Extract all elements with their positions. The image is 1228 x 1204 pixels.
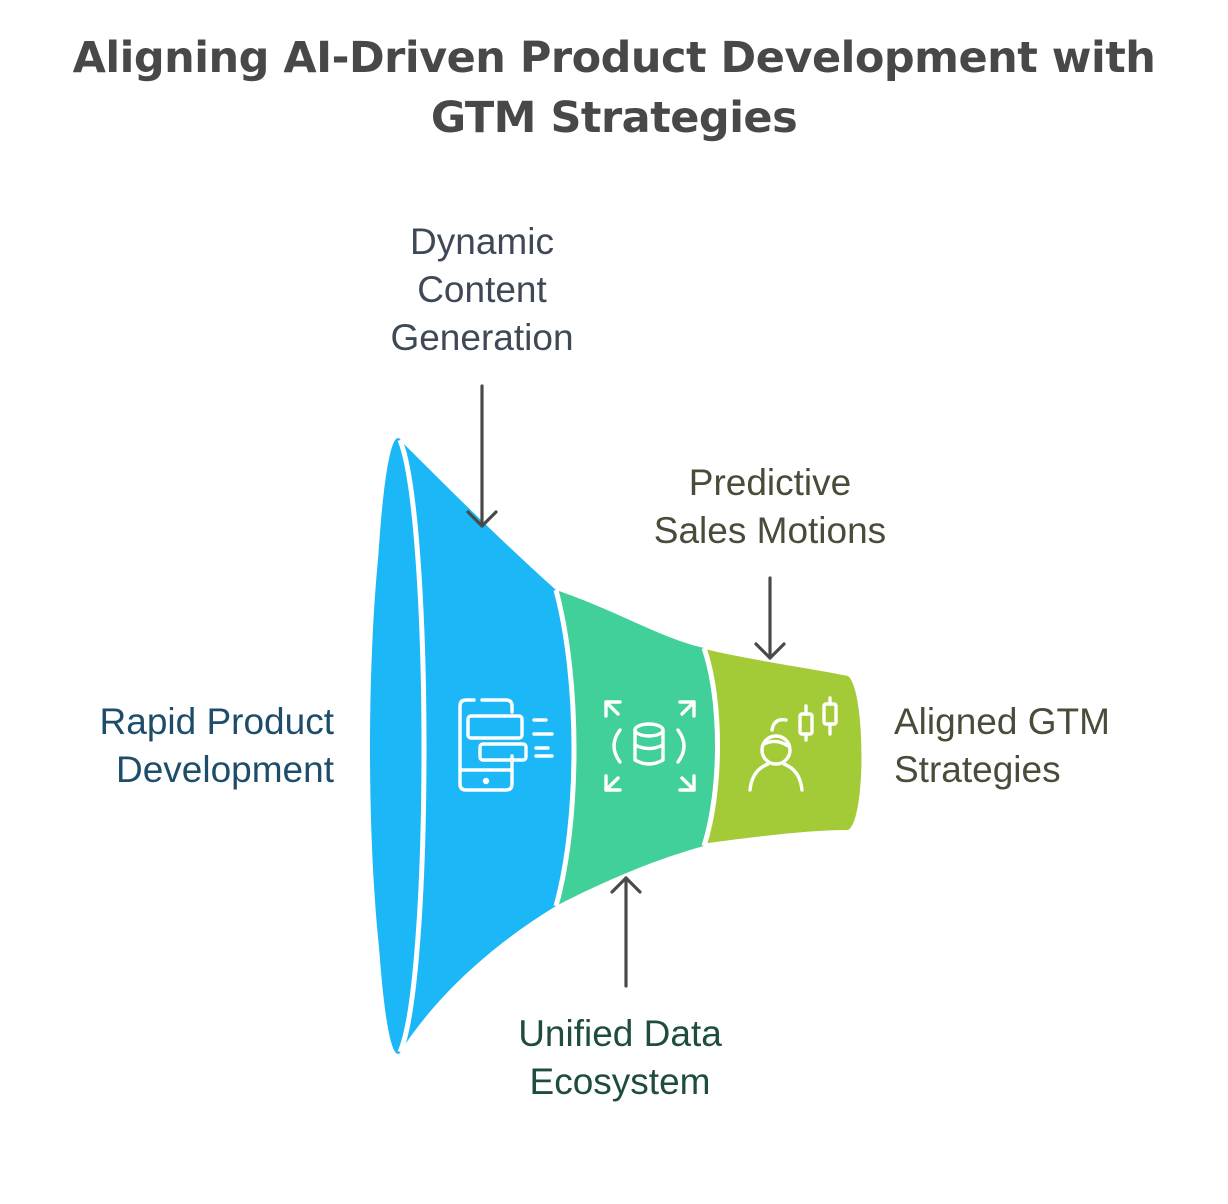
stage-label-line: Generation (390, 317, 574, 358)
funnel-mouth-edge (397, 439, 427, 1054)
diagram-title: Aligning AI-Driven Product Development w… (0, 28, 1228, 148)
stage-label-line: Content (417, 269, 547, 310)
funnel-segment-unified (556, 590, 718, 906)
stage-label-line: Predictive (688, 462, 852, 503)
stage-label-line: Ecosystem (529, 1061, 711, 1102)
arrow-unified (610, 876, 642, 988)
input-label-line: Rapid Product (99, 701, 334, 742)
arrow-predictive (754, 576, 786, 660)
stage-label-dynamic: Dynamic Content Generation (332, 218, 632, 362)
segment-divider-1 (553, 589, 577, 907)
stage-label-line: Unified Data (518, 1013, 722, 1054)
title-line-1: Aligning AI-Driven Product Development w… (72, 33, 1156, 83)
stage-label-predictive: Predictive Sales Motions (620, 459, 920, 555)
stage-label-line: Sales Motions (653, 510, 887, 551)
stage-label-line: Dynamic (410, 221, 554, 262)
output-label: Aligned GTM Strategies (894, 698, 1214, 794)
segment-divider-2 (701, 647, 720, 847)
input-label: Rapid Product Development (30, 698, 334, 794)
person-candlestick-icon (748, 696, 838, 792)
mobile-chat-icon (458, 698, 554, 792)
title-line-2: GTM Strategies (430, 93, 798, 143)
output-label-line: Strategies (894, 749, 1061, 790)
database-expand-icon (604, 700, 696, 792)
stage-label-unified: Unified Data Ecosystem (470, 1010, 770, 1106)
output-label-line: Aligned GTM (894, 701, 1110, 742)
input-label-line: Development (115, 749, 334, 790)
funnel-segment-predictive (700, 648, 862, 844)
funnel-mouth (373, 438, 423, 1054)
arrow-dynamic (466, 384, 498, 528)
